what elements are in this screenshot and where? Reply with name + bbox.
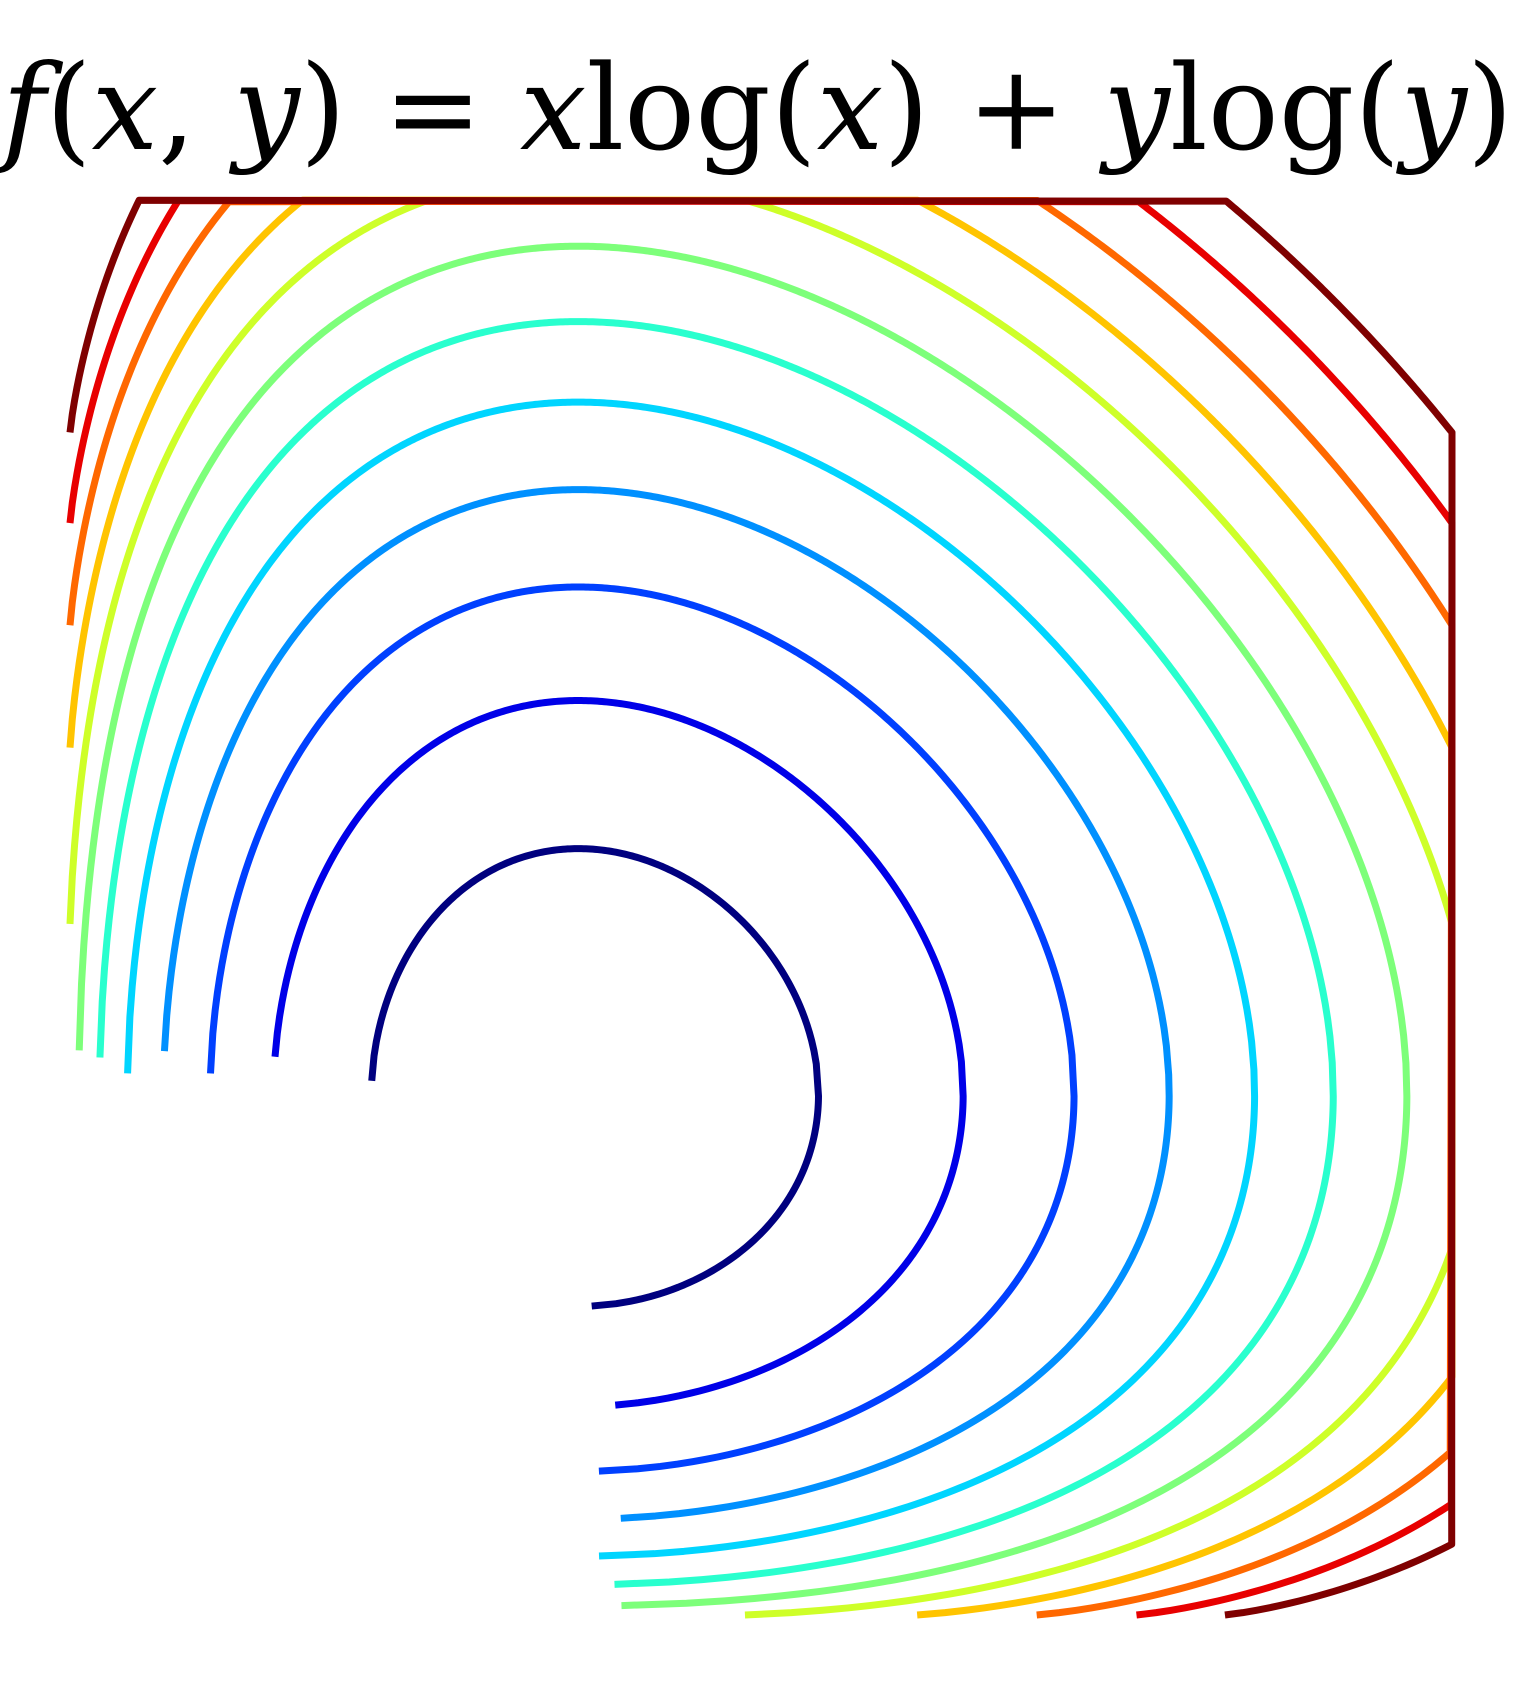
title-y-2: y [1103,39,1170,177]
contour-line-level-11 [66,197,1456,1619]
contour-line-level-8 [66,196,1456,1619]
contour-line-level-6 [96,318,1337,1588]
contour-line-level-3 [207,583,1078,1475]
title-open-paren: ( [45,39,92,177]
title-x-2: x [519,39,587,177]
contour-line-level-9 [66,196,1456,1619]
title-x-1: x [91,39,159,177]
title-log-2: log( [1169,39,1401,177]
title-y-3: y [1400,39,1467,177]
contour-line-level-7 [75,242,1411,1610]
title-comma: , [158,39,234,177]
contour-line-level-1 [368,845,822,1310]
title-close-plus: ) + [883,39,1104,177]
contour-line-level-10 [66,196,1456,1619]
title-log-1: log( [586,39,817,177]
contour-line-level-5 [124,398,1259,1560]
contour-lines-group [66,196,1456,1619]
contour-line-level-12 [66,196,1456,1619]
title-close-end: ) [1467,39,1514,177]
title-x-3: x [816,39,884,177]
chart-title: f(x, y) = xlog(x) + ylog(y) [0,38,1515,178]
title-f: f [1,39,46,177]
contour-line-level-2 [271,697,967,1409]
title-y-1: y [233,39,300,177]
contour-line-level-4 [160,486,1173,1522]
title-close-equals: ) = [299,39,520,177]
